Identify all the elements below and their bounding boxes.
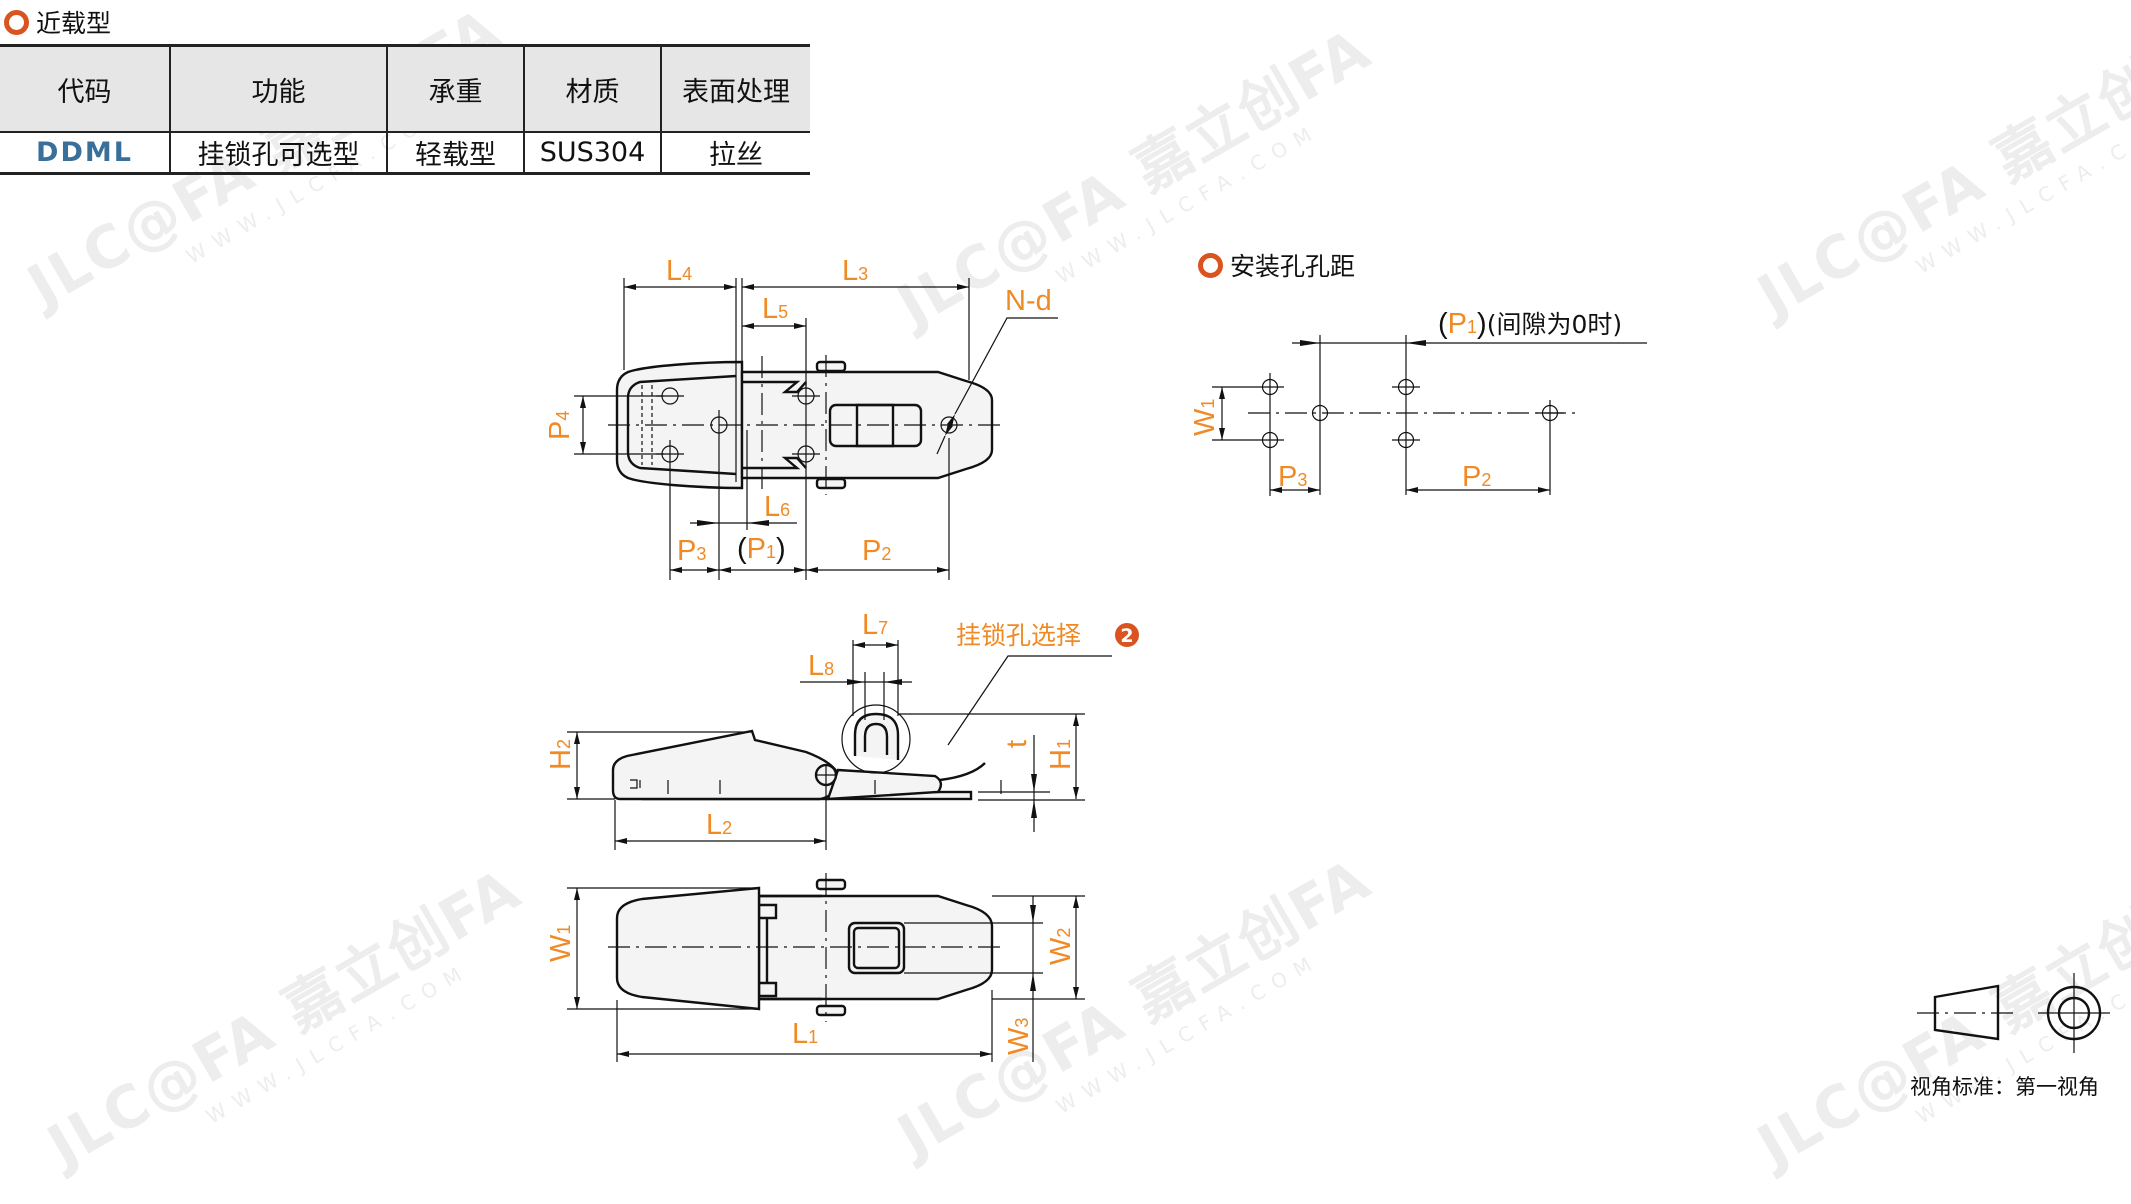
label-L6: L6	[764, 491, 790, 523]
header-code: 代码	[0, 44, 170, 133]
hinge-notch	[742, 380, 807, 394]
lever-body	[611, 729, 842, 801]
cell-code: DDML	[0, 132, 170, 175]
label-L8: L8	[808, 650, 834, 682]
cell-function: 挂锁孔可选型	[169, 132, 387, 175]
label-H1: H1	[1045, 739, 1077, 770]
technical-drawing: L4 L3 L5 N-d P4 L6 P3 (P1) P2 H2 L2 L7 L…	[544, 255, 2110, 1099]
detail-circle	[841, 704, 911, 774]
circle-marker-icon	[1198, 252, 1223, 278]
label-P2: P2	[862, 535, 891, 567]
header-material: 材质	[523, 44, 661, 133]
label-W1: W1	[545, 925, 577, 962]
label-L3: L3	[842, 255, 868, 287]
hook-tail	[939, 762, 986, 782]
pin-head	[815, 477, 847, 490]
mounting-holes	[656, 382, 958, 580]
cover-outline	[615, 886, 761, 1011]
padlock-loop	[853, 712, 900, 760]
spec-table: 代码 功能 承重 材质 表面处理 DDML 挂锁孔可选型 轻载型 SUS304 …	[0, 44, 810, 175]
label-P1: (P1)	[737, 533, 786, 565]
top-view: W1 W2 W3 L1	[545, 873, 1085, 1062]
header-surface: 表面处理	[660, 44, 810, 133]
label-L7: L7	[862, 609, 888, 641]
label-L5: L5	[762, 293, 788, 325]
table-row: DDML 挂锁孔可选型 轻载型 SUS304 拉丝	[0, 132, 810, 175]
header-load: 承重	[386, 44, 524, 133]
first-angle-projection-icon	[1917, 973, 2110, 1053]
section-title-text: 安装孔孔距	[1230, 252, 1356, 281]
section-title-text: 近载型	[36, 9, 112, 38]
badge-circle	[1115, 623, 1139, 647]
hole-pattern-diagram: (P1)(间隙为0时) W1 P3 P2	[1189, 308, 1647, 496]
cell-load: 轻载型	[386, 132, 524, 175]
label-P4: P4	[544, 411, 576, 440]
projection-label: 视角标准：第一视角	[1910, 1075, 2099, 1099]
label-W1: W1	[1189, 399, 1221, 436]
label-W2: W2	[1045, 928, 1077, 965]
label-L1: L1	[792, 1018, 818, 1050]
section-title-holes: 安装孔孔距	[1198, 247, 1355, 283]
label-P1-note: (P1)(间隙为0时)	[1438, 308, 1622, 340]
hinge-notch	[742, 456, 807, 470]
label-N-d: N-d	[1005, 285, 1052, 317]
badge-number: 2	[1120, 625, 1133, 647]
emboss-mark	[630, 779, 641, 789]
side-view: H2 L2 L7 L8 H1 t 挂锁孔选择 2	[545, 609, 1139, 850]
label-H2: H2	[545, 739, 577, 770]
padlock-option-label: 挂锁孔选择	[956, 621, 1081, 650]
padlock-window	[847, 921, 906, 975]
cell-surface: 拉丝	[660, 132, 810, 175]
cell-material: SUS304	[523, 132, 661, 175]
section-title-light-duty: 近载型	[4, 4, 111, 40]
latch-plate	[826, 768, 943, 801]
label-W3: W3	[1003, 1018, 1035, 1055]
label-P3: P3	[1278, 461, 1307, 493]
pin-head	[815, 360, 847, 373]
pin-head	[815, 1004, 847, 1017]
header-function: 功能	[169, 44, 387, 133]
circle-marker-icon	[4, 9, 29, 35]
pin-head	[815, 878, 847, 891]
label-t: t	[1001, 740, 1033, 748]
label-P3: P3	[677, 535, 706, 567]
label-L4: L4	[666, 255, 692, 287]
label-P2: P2	[1462, 461, 1491, 493]
table-header-row: 代码 功能 承重 材质 表面处理	[0, 44, 810, 133]
padlock-slot	[855, 403, 895, 448]
label-L2: L2	[706, 809, 732, 841]
plan-view: L4 L3 L5 N-d P4 L6 P3 (P1) P2	[544, 255, 1058, 580]
